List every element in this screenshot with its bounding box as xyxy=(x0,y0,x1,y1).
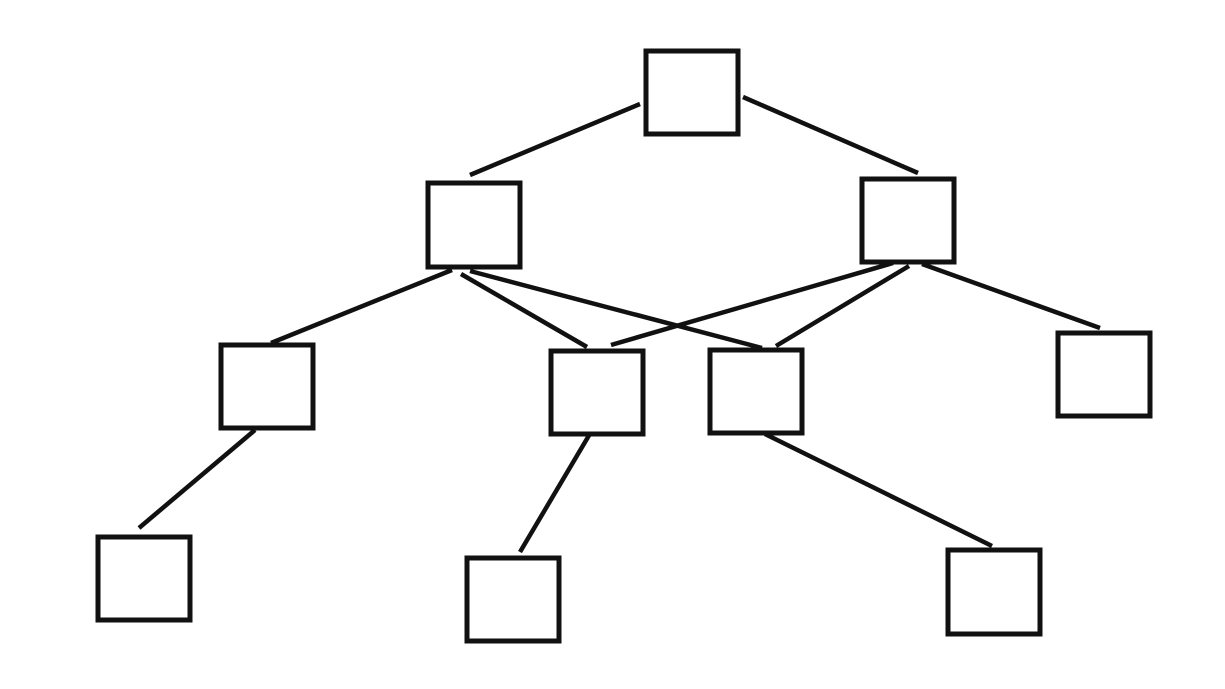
node-box-l3-c xyxy=(945,547,1043,637)
node-l3-a xyxy=(95,534,193,623)
node-l2-c xyxy=(707,347,805,436)
node-box-l2-d xyxy=(1055,330,1153,419)
node-box-l2-c xyxy=(707,347,805,436)
node-l3-c xyxy=(945,547,1043,637)
edge-root-to-l1-right xyxy=(742,94,919,176)
node-box-l2-a xyxy=(218,342,316,431)
node-root xyxy=(643,48,741,137)
node-box-l3-a xyxy=(95,534,193,623)
edge-l1-right-to-l2-b xyxy=(610,260,894,348)
edge-l2-b-to-l3-b xyxy=(518,430,593,554)
node-l1-left xyxy=(425,180,523,270)
node-l2-b xyxy=(548,348,646,437)
edge-l2-a-to-l3-a xyxy=(137,428,257,530)
edge-l1-left-to-l2-a xyxy=(270,267,453,346)
edges-layer xyxy=(137,94,1101,554)
node-l1-right xyxy=(859,176,957,265)
edge-root-to-l1-left xyxy=(469,101,641,178)
edge-l1-left-to-l2-c xyxy=(469,268,763,351)
node-l3-b xyxy=(464,555,562,644)
edge-l2-c-to-l3-c xyxy=(764,431,993,549)
node-l2-a xyxy=(218,342,316,431)
node-l2-d xyxy=(1055,330,1153,419)
node-box-l1-left xyxy=(425,180,523,270)
edge-l1-right-to-l2-c xyxy=(774,264,911,348)
edge-l1-left-to-l2-b xyxy=(459,272,589,349)
node-box-root xyxy=(643,48,741,137)
edge-l1-right-to-l2-d xyxy=(921,261,1101,331)
node-box-l1-right xyxy=(859,176,957,265)
node-box-l3-b xyxy=(464,555,562,644)
nodes-layer xyxy=(95,48,1153,644)
node-box-l2-b xyxy=(548,348,646,437)
